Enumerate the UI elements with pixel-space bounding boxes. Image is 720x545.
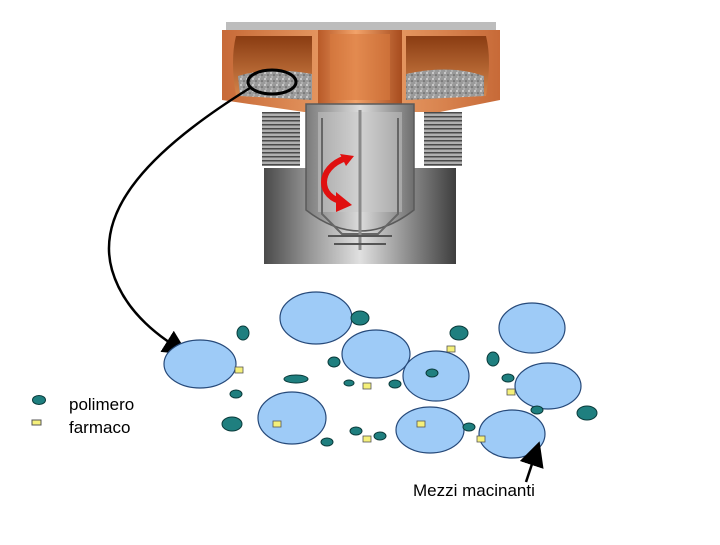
grinding-media-ball bbox=[257, 391, 327, 445]
polymer-particle bbox=[320, 437, 334, 447]
drug-particles-group bbox=[234, 345, 516, 443]
grinding-media-ball bbox=[163, 339, 237, 389]
drug-particle bbox=[234, 366, 244, 374]
legend-drug-swatch bbox=[31, 419, 42, 426]
polymer-particle bbox=[576, 405, 598, 421]
grinding-media-ball bbox=[514, 362, 582, 410]
polymer-particles-group bbox=[221, 310, 598, 447]
grinding-media-label: Mezzi macinanti bbox=[413, 481, 535, 500]
polymer-particle bbox=[388, 379, 402, 389]
drug-particle bbox=[446, 345, 456, 353]
legend-label-polymer: polimero bbox=[69, 395, 135, 414]
legend-label-drug: farmaco bbox=[69, 418, 131, 437]
mill-cross-section bbox=[222, 22, 500, 264]
curved-arrow-icon bbox=[107, 86, 251, 355]
polymer-particle bbox=[349, 426, 363, 436]
grinding-media-ball bbox=[341, 329, 411, 379]
polymer-particle bbox=[236, 325, 250, 341]
drug-particle bbox=[506, 388, 516, 396]
polymer-particle bbox=[373, 431, 387, 441]
grinding-media-ball bbox=[279, 291, 353, 345]
grinding-media-group bbox=[163, 291, 582, 459]
drug-particle bbox=[416, 420, 426, 428]
grinding-media-ball bbox=[498, 302, 566, 354]
polymer-particle bbox=[343, 379, 355, 387]
drug-particle bbox=[362, 435, 372, 443]
polymer-particle bbox=[462, 422, 476, 432]
polymer-particle bbox=[327, 356, 341, 368]
right-powder-bed bbox=[406, 69, 484, 100]
polymer-particle bbox=[530, 405, 544, 415]
right-spring bbox=[424, 112, 462, 166]
drug-particle bbox=[476, 435, 486, 443]
zoom-highlight-ellipse bbox=[246, 68, 298, 96]
grinding-media-ball bbox=[395, 406, 465, 454]
drug-particle bbox=[362, 382, 372, 390]
polymer-particle bbox=[501, 373, 515, 383]
mill-top-rim bbox=[226, 22, 496, 30]
legend-polymer-swatch bbox=[32, 395, 46, 405]
drug-particle bbox=[272, 420, 282, 428]
polymer-particle bbox=[449, 325, 469, 341]
pointer-arrow-icon bbox=[519, 441, 544, 483]
polymer-particle bbox=[283, 374, 309, 384]
polymer-particle bbox=[350, 310, 370, 326]
polymer-particle bbox=[486, 351, 500, 367]
polymer-particle bbox=[229, 389, 243, 399]
polymer-particle bbox=[425, 368, 439, 378]
left-spring bbox=[262, 112, 300, 166]
rotation-arrow-icon bbox=[321, 154, 354, 212]
polymer-particle bbox=[221, 416, 243, 432]
